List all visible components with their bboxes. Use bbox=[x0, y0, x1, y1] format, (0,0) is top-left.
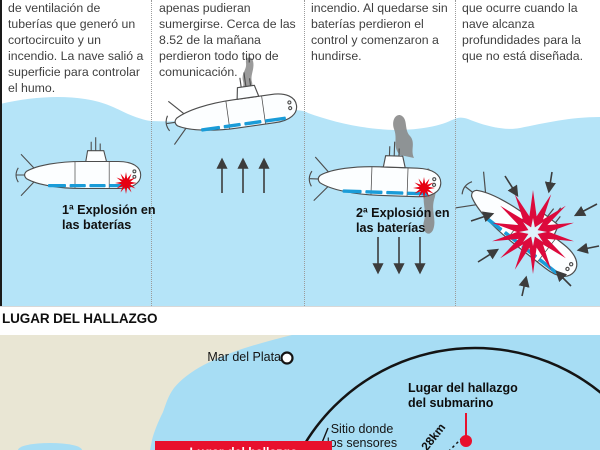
caption-line: 2ª Explosión en bbox=[356, 206, 450, 220]
caption-line: las baterías bbox=[356, 221, 426, 235]
city-marker-icon bbox=[280, 351, 294, 365]
panel-separator-2 bbox=[304, 0, 305, 306]
explosion-2-icon bbox=[413, 177, 435, 199]
map-land bbox=[0, 334, 296, 450]
implosion-star-core-icon bbox=[519, 218, 547, 246]
location-map: Mar del Plata Lugar del hallazgo del sub… bbox=[0, 334, 600, 450]
timeline-column-1: de ventilación de tuberías que generó un… bbox=[8, 1, 144, 95]
panel-separator-1 bbox=[151, 0, 152, 306]
distance-dotted-line bbox=[448, 437, 463, 450]
section-title: LUGAR DEL HALLAZGO bbox=[2, 311, 158, 326]
finding-location-label: Lugar del hallazgo del submarino bbox=[408, 381, 518, 410]
finding-point-icon bbox=[460, 435, 472, 447]
timeline-scene bbox=[0, 57, 600, 306]
ascend-arrows-icon bbox=[216, 157, 270, 193]
search-radius-circle bbox=[299, 346, 600, 450]
caption-line: las baterías bbox=[62, 218, 132, 232]
sensors-site-label: Sitio donde los sensores bbox=[326, 422, 398, 450]
caption-second-explosion: 2ª Explosión en las baterías bbox=[356, 206, 450, 236]
water-surface bbox=[0, 96, 600, 306]
city-label: Mar del Plata bbox=[207, 350, 281, 364]
red-label-box: Lugar del hallazgo bbox=[155, 441, 332, 450]
finding-label-line: del submarino bbox=[408, 395, 494, 410]
caption-first-explosion: 1ª Explosión en las baterías bbox=[62, 203, 156, 233]
caption-line: 1ª Explosión en bbox=[62, 203, 156, 217]
section-divider: LUGAR DEL HALLAZGO bbox=[0, 306, 600, 335]
timeline-column-2: apenas pudieran sumergirse. Cerca de las… bbox=[159, 1, 296, 79]
finding-label-line: Lugar del hallazgo bbox=[408, 381, 518, 395]
timeline-column-3: incendio. Al quedarse sin baterías perdi… bbox=[311, 1, 448, 63]
sensors-label-line: los sensores bbox=[326, 435, 398, 450]
explosion-1-icon bbox=[115, 172, 137, 194]
timeline-column-4: que ocurre cuando la nave alcanza profun… bbox=[462, 1, 584, 63]
descend-arrows-icon bbox=[372, 237, 426, 275]
frame-left-border bbox=[0, 0, 2, 306]
smoke-3-icon bbox=[393, 115, 436, 234]
sensors-label-line: Sitio donde bbox=[330, 422, 394, 436]
map-bay-inlet bbox=[18, 443, 82, 450]
map-graphic bbox=[0, 334, 600, 450]
panel-separator-3 bbox=[455, 0, 456, 306]
implosion-arrows-icon bbox=[470, 171, 600, 297]
